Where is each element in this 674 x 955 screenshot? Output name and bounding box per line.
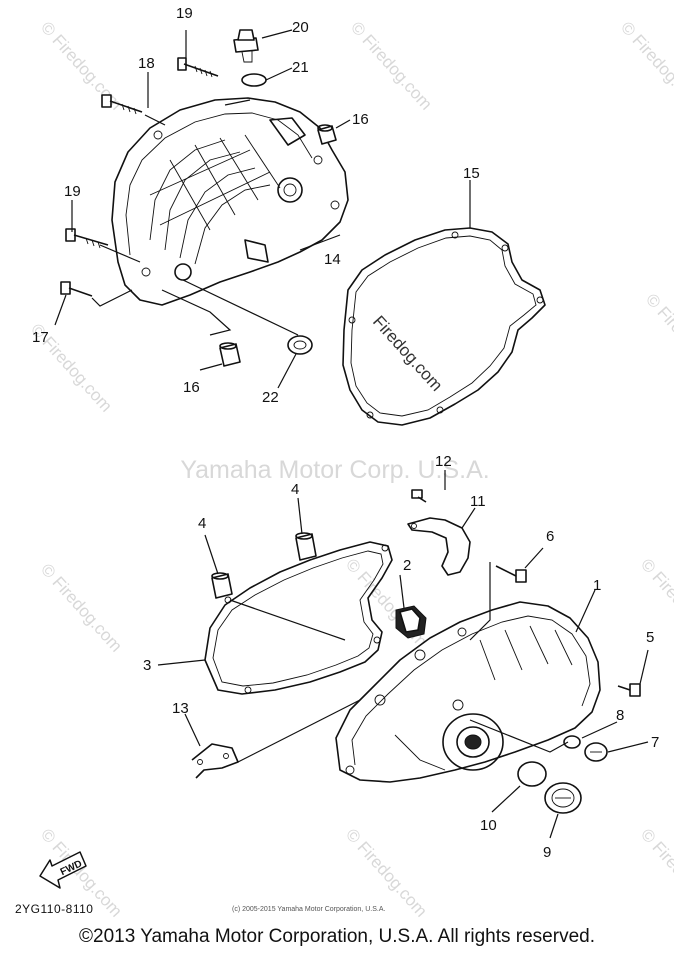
part-labels: 19 20 21 18 16 15 19 14 17 16 22 12 4 11… [32, 5, 659, 861]
label-3: 3 [143, 657, 151, 674]
small-copyright: (c) 2005-2015 Yamaha Motor Corporation, … [232, 906, 386, 913]
dowel-16-bottom [219, 342, 241, 367]
watermark-site-3: © Firedog.com [617, 18, 674, 114]
oil-filler-cap-20 [233, 29, 259, 63]
label-19-top: 19 [176, 5, 193, 22]
copyright-notice: ©2013 Yamaha Motor Corporation, U.S.A. A… [79, 926, 595, 947]
crankcase-cover-upper [111, 97, 349, 306]
label-7: 7 [651, 734, 659, 751]
bolt-6 [495, 565, 527, 583]
label-22: 22 [262, 389, 279, 406]
label-17: 17 [32, 329, 49, 346]
diagram-code: 2YG110-8110 [15, 902, 94, 916]
watermark-site-2: © Firedog.com [347, 18, 436, 114]
label-18: 18 [138, 55, 155, 72]
dowel-16-top [317, 124, 337, 145]
label-8: 8 [616, 707, 624, 724]
label-11: 11 [470, 493, 486, 510]
watermark-center: Yamaha Motor Corp. U.S.A. [180, 456, 489, 484]
watermark-site-11: © Firedog.com [637, 825, 674, 921]
label-9: 9 [543, 844, 551, 861]
label-1: 1 [593, 577, 601, 594]
label-20: 20 [292, 19, 309, 36]
label-5: 5 [646, 629, 654, 646]
label-10: 10 [480, 817, 497, 834]
leader-lines [54, 29, 649, 839]
o-ring-8 [563, 735, 581, 749]
crankcase-cover-1 [335, 601, 601, 783]
bracket-13 [191, 743, 239, 779]
gasket-3 [204, 541, 393, 695]
bolt-19-top [177, 57, 219, 78]
label-21: 21 [292, 59, 309, 76]
dowel-4-left [211, 572, 233, 599]
plug-9 [544, 782, 582, 814]
label-2: 2 [403, 557, 411, 574]
label-13: 13 [172, 700, 189, 717]
o-ring-21 [241, 73, 267, 87]
label-16-bottom: 16 [183, 379, 200, 396]
bolt-17 [60, 281, 93, 297]
label-19-left: 19 [64, 183, 81, 200]
bolt-5 [617, 683, 641, 697]
watermark-gasket: Firedog.com [369, 312, 446, 395]
label-4-left: 4 [198, 515, 206, 532]
label-12: 12 [435, 453, 452, 470]
gasket-15 [342, 227, 546, 426]
watermark-site-5: © Firedog.com [642, 290, 674, 386]
watermark-site-8: © Firedog.com [637, 555, 674, 651]
o-ring-10 [517, 761, 547, 787]
label-16-top: 16 [352, 111, 369, 128]
watermark-site-6: © Firedog.com [37, 560, 126, 656]
bolt-18 [101, 94, 143, 115]
oil-seal-22 [287, 335, 313, 355]
watermark-layer: Yamaha Motor Corp. U.S.A. © Firedog.com … [27, 18, 674, 921]
bracket-11 [407, 517, 471, 576]
label-14: 14 [324, 251, 341, 268]
label-4-right: 4 [291, 481, 299, 498]
dowel-4-right [295, 532, 317, 561]
bolt-12 [411, 489, 427, 503]
watermark-site-1: © Firedog.com [37, 18, 126, 114]
bolt-19-left [65, 228, 109, 249]
bracket-2 [395, 605, 427, 639]
label-6: 6 [546, 528, 554, 545]
label-15: 15 [463, 165, 480, 182]
plug-7 [584, 742, 608, 762]
